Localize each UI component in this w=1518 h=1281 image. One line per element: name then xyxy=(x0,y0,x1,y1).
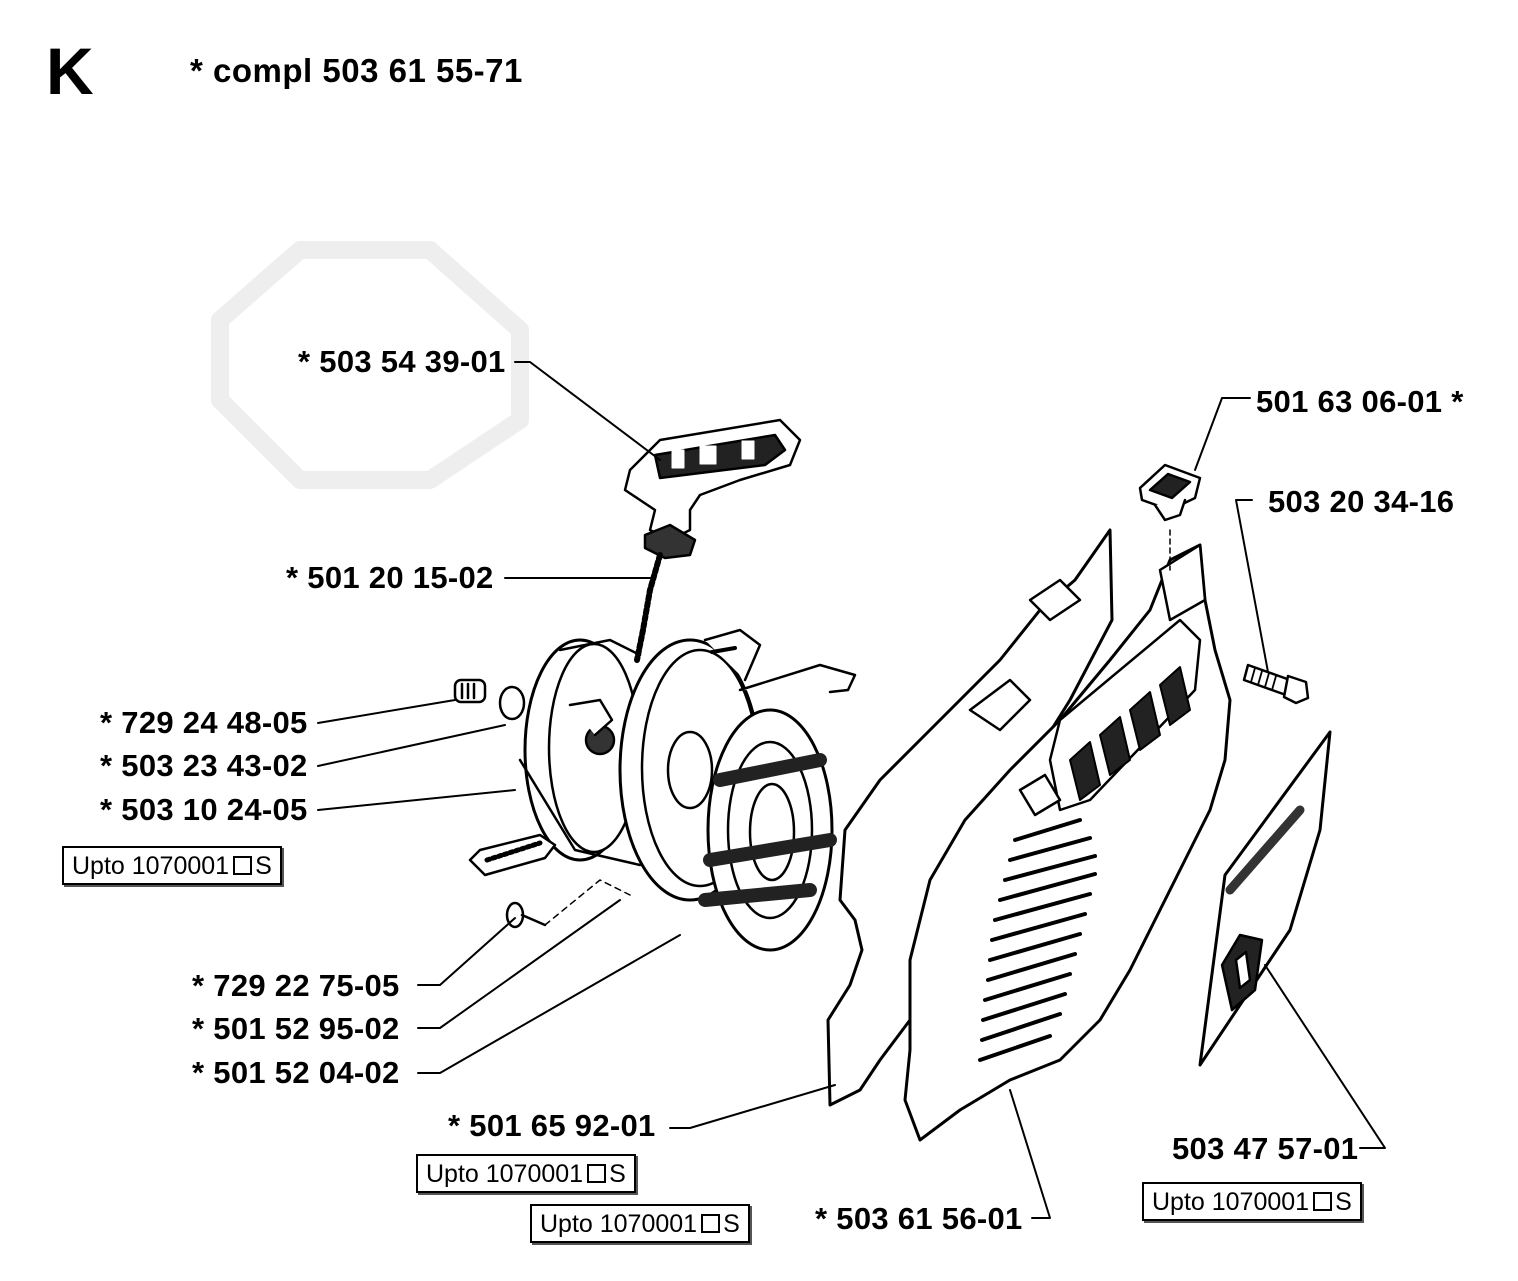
washer-part xyxy=(498,685,526,721)
part-label-housing: * 501 52 04-02 xyxy=(192,1055,400,1090)
bolt-part xyxy=(1242,663,1310,705)
checkbox-square-icon xyxy=(233,856,253,875)
part-label-rope: * 501 20 15-02 xyxy=(286,560,494,595)
serial-note-box: Upto 1070001 S xyxy=(1142,1182,1362,1221)
part-label-bolt: 503 20 34-16 xyxy=(1268,484,1455,519)
serial-note-suffix: S xyxy=(255,852,272,880)
part-label-starter-cover: * 501 65 92-01 xyxy=(448,1108,656,1143)
serial-note-suffix: S xyxy=(609,1160,626,1188)
complete-assembly-label: * compl 503 61 55-71 xyxy=(190,52,523,89)
serial-note-suffix: S xyxy=(1335,1188,1352,1216)
leader-lines xyxy=(317,361,1386,1219)
rope-grip-end xyxy=(468,833,557,877)
watermark-logo xyxy=(211,241,529,489)
screw-part-top xyxy=(453,678,487,704)
serial-note-box: Upto 1070001 S xyxy=(62,846,282,885)
part-label-spring: * 501 52 95-02 xyxy=(192,1011,400,1046)
serial-note-box: Upto 1070001 S xyxy=(416,1154,636,1193)
grommet-part xyxy=(1138,463,1202,522)
part-label-fan-cover: * 503 61 56-01 xyxy=(815,1201,1023,1236)
part-label-grommet: 501 63 06-01 * xyxy=(1256,384,1464,419)
starter-handle-part xyxy=(623,418,802,560)
part-label-decal: 503 47 57-01 xyxy=(1172,1131,1359,1166)
checkbox-square-icon xyxy=(1313,1192,1333,1211)
serial-note-text: Upto 1070001 xyxy=(1152,1188,1310,1216)
starter-rope-part xyxy=(634,552,663,663)
starter-pulley-part xyxy=(518,638,642,867)
checkbox-square-icon xyxy=(701,1214,721,1233)
part-label-screw-bottom: * 729 22 75-05 xyxy=(192,968,400,1003)
part-label-screw-top: * 729 24 48-05 xyxy=(100,705,308,740)
recoil-spring-part xyxy=(698,663,857,952)
serial-note-text: Upto 1070001 xyxy=(72,852,230,880)
decal-part xyxy=(1198,730,1332,1067)
serial-note-text: Upto 1070001 xyxy=(426,1160,584,1188)
part-label-handle: * 503 54 39-01 xyxy=(298,344,506,379)
fan-cover-part xyxy=(903,543,1232,1142)
section-letter: K xyxy=(46,34,94,108)
part-label-pulley: * 503 10 24-05 xyxy=(100,792,308,827)
checkbox-square-icon xyxy=(587,1164,607,1183)
serial-note-box: Upto 1070001 S xyxy=(530,1204,750,1243)
part-label-washer: * 503 23 43-02 xyxy=(100,748,308,783)
serial-note-text: Upto 1070001 xyxy=(540,1210,698,1238)
screw-part-bottom xyxy=(505,901,547,929)
serial-note-suffix: S xyxy=(723,1210,740,1238)
